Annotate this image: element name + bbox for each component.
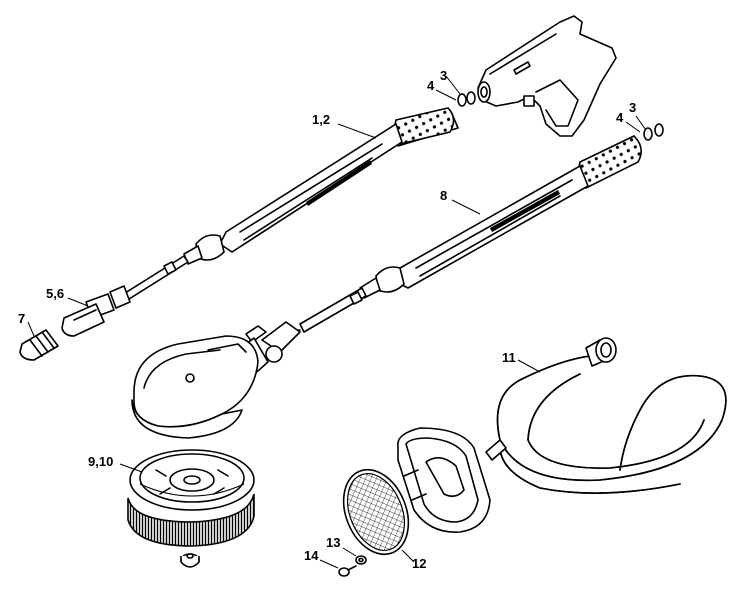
callout-14: 14 [304, 548, 319, 563]
washer-13 [355, 555, 367, 565]
leader-lines [27, 75, 647, 569]
screw-14 [338, 565, 357, 577]
callout-3-lower: 3 [629, 100, 636, 115]
nozzle-adapter [85, 285, 131, 319]
brush-nut [180, 553, 200, 568]
callout-12: 12 [412, 556, 426, 571]
callout-4-upper: 4 [427, 78, 435, 93]
callout-9-10: 9,10 [88, 454, 113, 469]
callout-1-2: 1,2 [312, 112, 330, 127]
spray-lance-upper [113, 107, 459, 307]
nozzle-7 [19, 329, 59, 361]
brush-head [131, 321, 301, 439]
callout-13: 13 [326, 535, 340, 550]
spray-gun-handle [477, 15, 617, 137]
callout-8: 8 [440, 188, 447, 203]
garden-hose [496, 337, 727, 494]
callout-11: 11 [502, 350, 516, 365]
filter-housing [397, 427, 507, 533]
spray-lance-lower [299, 135, 642, 333]
rotary-brush [127, 449, 255, 547]
callout-5-6: 5,6 [46, 286, 64, 301]
nozzle-5-6 [61, 303, 105, 337]
filter-screen [342, 468, 410, 556]
callout-7: 7 [18, 311, 25, 326]
callout-4-lower: 4 [616, 110, 624, 125]
callout-3-upper: 3 [440, 68, 447, 83]
o-ring-set-lower [643, 123, 664, 141]
o-ring-set-upper [457, 91, 476, 107]
